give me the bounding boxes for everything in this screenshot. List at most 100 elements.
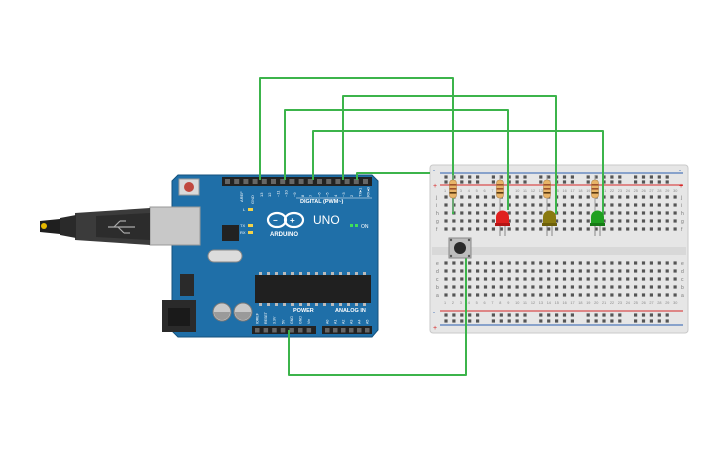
rail-hole[interactable] bbox=[618, 180, 622, 184]
terminal-hole[interactable] bbox=[673, 219, 677, 223]
terminal-hole[interactable] bbox=[507, 203, 511, 207]
rail-hole[interactable] bbox=[602, 313, 606, 317]
terminal-hole[interactable] bbox=[570, 227, 574, 231]
terminal-hole[interactable] bbox=[673, 227, 677, 231]
terminal-hole[interactable] bbox=[562, 227, 567, 231]
terminal-hole[interactable] bbox=[507, 211, 511, 215]
digital-header[interactable] bbox=[222, 177, 372, 186]
terminal-hole[interactable] bbox=[555, 285, 559, 289]
rail-hole[interactable] bbox=[641, 180, 646, 184]
rail-hole[interactable] bbox=[547, 319, 551, 323]
terminal-hole[interactable] bbox=[491, 285, 495, 289]
terminal-hole[interactable] bbox=[515, 277, 519, 281]
terminal-hole[interactable] bbox=[641, 277, 646, 281]
rail-hole[interactable] bbox=[634, 180, 638, 184]
terminal-hole[interactable] bbox=[673, 285, 677, 289]
digital-pin-hole[interactable] bbox=[271, 179, 276, 184]
terminal-hole[interactable] bbox=[539, 195, 543, 199]
terminal-hole[interactable] bbox=[570, 269, 574, 273]
rail-hole[interactable] bbox=[499, 319, 503, 323]
terminal-hole[interactable] bbox=[555, 219, 559, 223]
wire-gnd-to-rail[interactable] bbox=[356, 172, 430, 180]
terminal-hole[interactable] bbox=[468, 195, 472, 199]
terminal-hole[interactable] bbox=[649, 219, 653, 223]
terminal-hole[interactable] bbox=[539, 219, 543, 223]
rail-hole[interactable] bbox=[547, 175, 551, 179]
digital-pin-hole[interactable] bbox=[317, 179, 322, 184]
terminal-hole[interactable] bbox=[515, 203, 519, 207]
digital-pin-holes[interactable] bbox=[225, 179, 368, 184]
terminal-hole[interactable] bbox=[610, 227, 614, 231]
resistor[interactable] bbox=[543, 175, 551, 212]
terminal-hole[interactable] bbox=[586, 285, 590, 289]
rail-hole[interactable] bbox=[491, 175, 495, 179]
power-pin-hole[interactable] bbox=[306, 328, 312, 333]
terminal-hole[interactable] bbox=[491, 203, 495, 207]
terminal-hole[interactable] bbox=[594, 269, 598, 273]
terminal-hole[interactable] bbox=[460, 227, 464, 231]
terminal-hole[interactable] bbox=[539, 269, 543, 273]
rail-hole[interactable] bbox=[539, 313, 543, 317]
digital-pin-hole[interactable] bbox=[344, 179, 350, 184]
terminal-hole[interactable] bbox=[531, 227, 535, 231]
terminal-hole[interactable] bbox=[570, 277, 574, 281]
terminal-hole[interactable] bbox=[515, 269, 519, 273]
rail-hole[interactable] bbox=[657, 313, 661, 317]
terminal-hole[interactable] bbox=[483, 269, 488, 273]
terminal-hole[interactable] bbox=[460, 269, 464, 273]
pushbutton[interactable] bbox=[448, 237, 472, 259]
rail-hole[interactable] bbox=[499, 313, 503, 317]
terminal-hole[interactable] bbox=[476, 227, 480, 231]
terminal-hole[interactable] bbox=[507, 277, 511, 281]
wire-pin13-to-button[interactable] bbox=[259, 77, 454, 214]
analog-pin-hole[interactable] bbox=[349, 328, 354, 333]
terminal-hole[interactable] bbox=[665, 269, 669, 273]
terminal-hole[interactable] bbox=[523, 219, 527, 223]
rail-hole[interactable] bbox=[507, 313, 511, 317]
terminal-hole[interactable] bbox=[515, 261, 519, 265]
terminal-hole[interactable] bbox=[483, 293, 488, 297]
terminal-hole[interactable] bbox=[578, 269, 582, 273]
terminal-hole[interactable] bbox=[641, 227, 646, 231]
rail-hole[interactable] bbox=[570, 319, 574, 323]
rail-hole[interactable] bbox=[594, 175, 598, 179]
terminal-hole[interactable] bbox=[460, 261, 464, 265]
terminal-hole[interactable] bbox=[531, 195, 535, 199]
terminal-hole[interactable] bbox=[657, 219, 661, 223]
rail-hole[interactable] bbox=[570, 313, 574, 317]
terminal-hole[interactable] bbox=[555, 269, 559, 273]
terminal-hole[interactable] bbox=[626, 219, 630, 223]
terminal-hole[interactable] bbox=[578, 261, 582, 265]
reset-button-cap[interactable] bbox=[184, 182, 194, 192]
rail-hole[interactable] bbox=[476, 313, 480, 317]
terminal-hole[interactable] bbox=[523, 211, 527, 215]
rail-hole[interactable] bbox=[491, 180, 495, 184]
rail-hole[interactable] bbox=[594, 319, 598, 323]
rail-hole[interactable] bbox=[515, 319, 519, 323]
terminal-hole[interactable] bbox=[626, 261, 630, 265]
terminal-hole[interactable] bbox=[570, 219, 574, 223]
terminal-hole[interactable] bbox=[618, 293, 622, 297]
digital-pin-hole[interactable] bbox=[234, 179, 240, 184]
power-pin-holes[interactable] bbox=[255, 328, 312, 333]
terminal-hole[interactable] bbox=[491, 211, 495, 215]
terminal-hole[interactable] bbox=[634, 285, 638, 289]
terminal-hole[interactable] bbox=[476, 261, 480, 265]
terminal-hole[interactable] bbox=[468, 261, 472, 265]
terminal-hole[interactable] bbox=[562, 293, 567, 297]
terminal-hole[interactable] bbox=[452, 261, 456, 265]
terminal-hole[interactable] bbox=[641, 261, 646, 265]
power-pin-hole[interactable] bbox=[255, 328, 260, 333]
power-pin-hole[interactable] bbox=[280, 328, 286, 333]
digital-pin-hole[interactable] bbox=[225, 179, 230, 184]
terminal-hole[interactable] bbox=[594, 285, 598, 289]
terminal-hole[interactable] bbox=[515, 219, 519, 223]
resistor[interactable] bbox=[591, 175, 599, 212]
terminal-hole[interactable] bbox=[649, 261, 653, 265]
digital-pin-hole[interactable] bbox=[298, 179, 304, 184]
rail-hole[interactable] bbox=[539, 175, 543, 179]
terminal-hole[interactable] bbox=[649, 195, 653, 199]
terminal-hole[interactable] bbox=[626, 195, 630, 199]
rail-hole[interactable] bbox=[562, 313, 567, 317]
terminal-hole[interactable] bbox=[531, 219, 535, 223]
